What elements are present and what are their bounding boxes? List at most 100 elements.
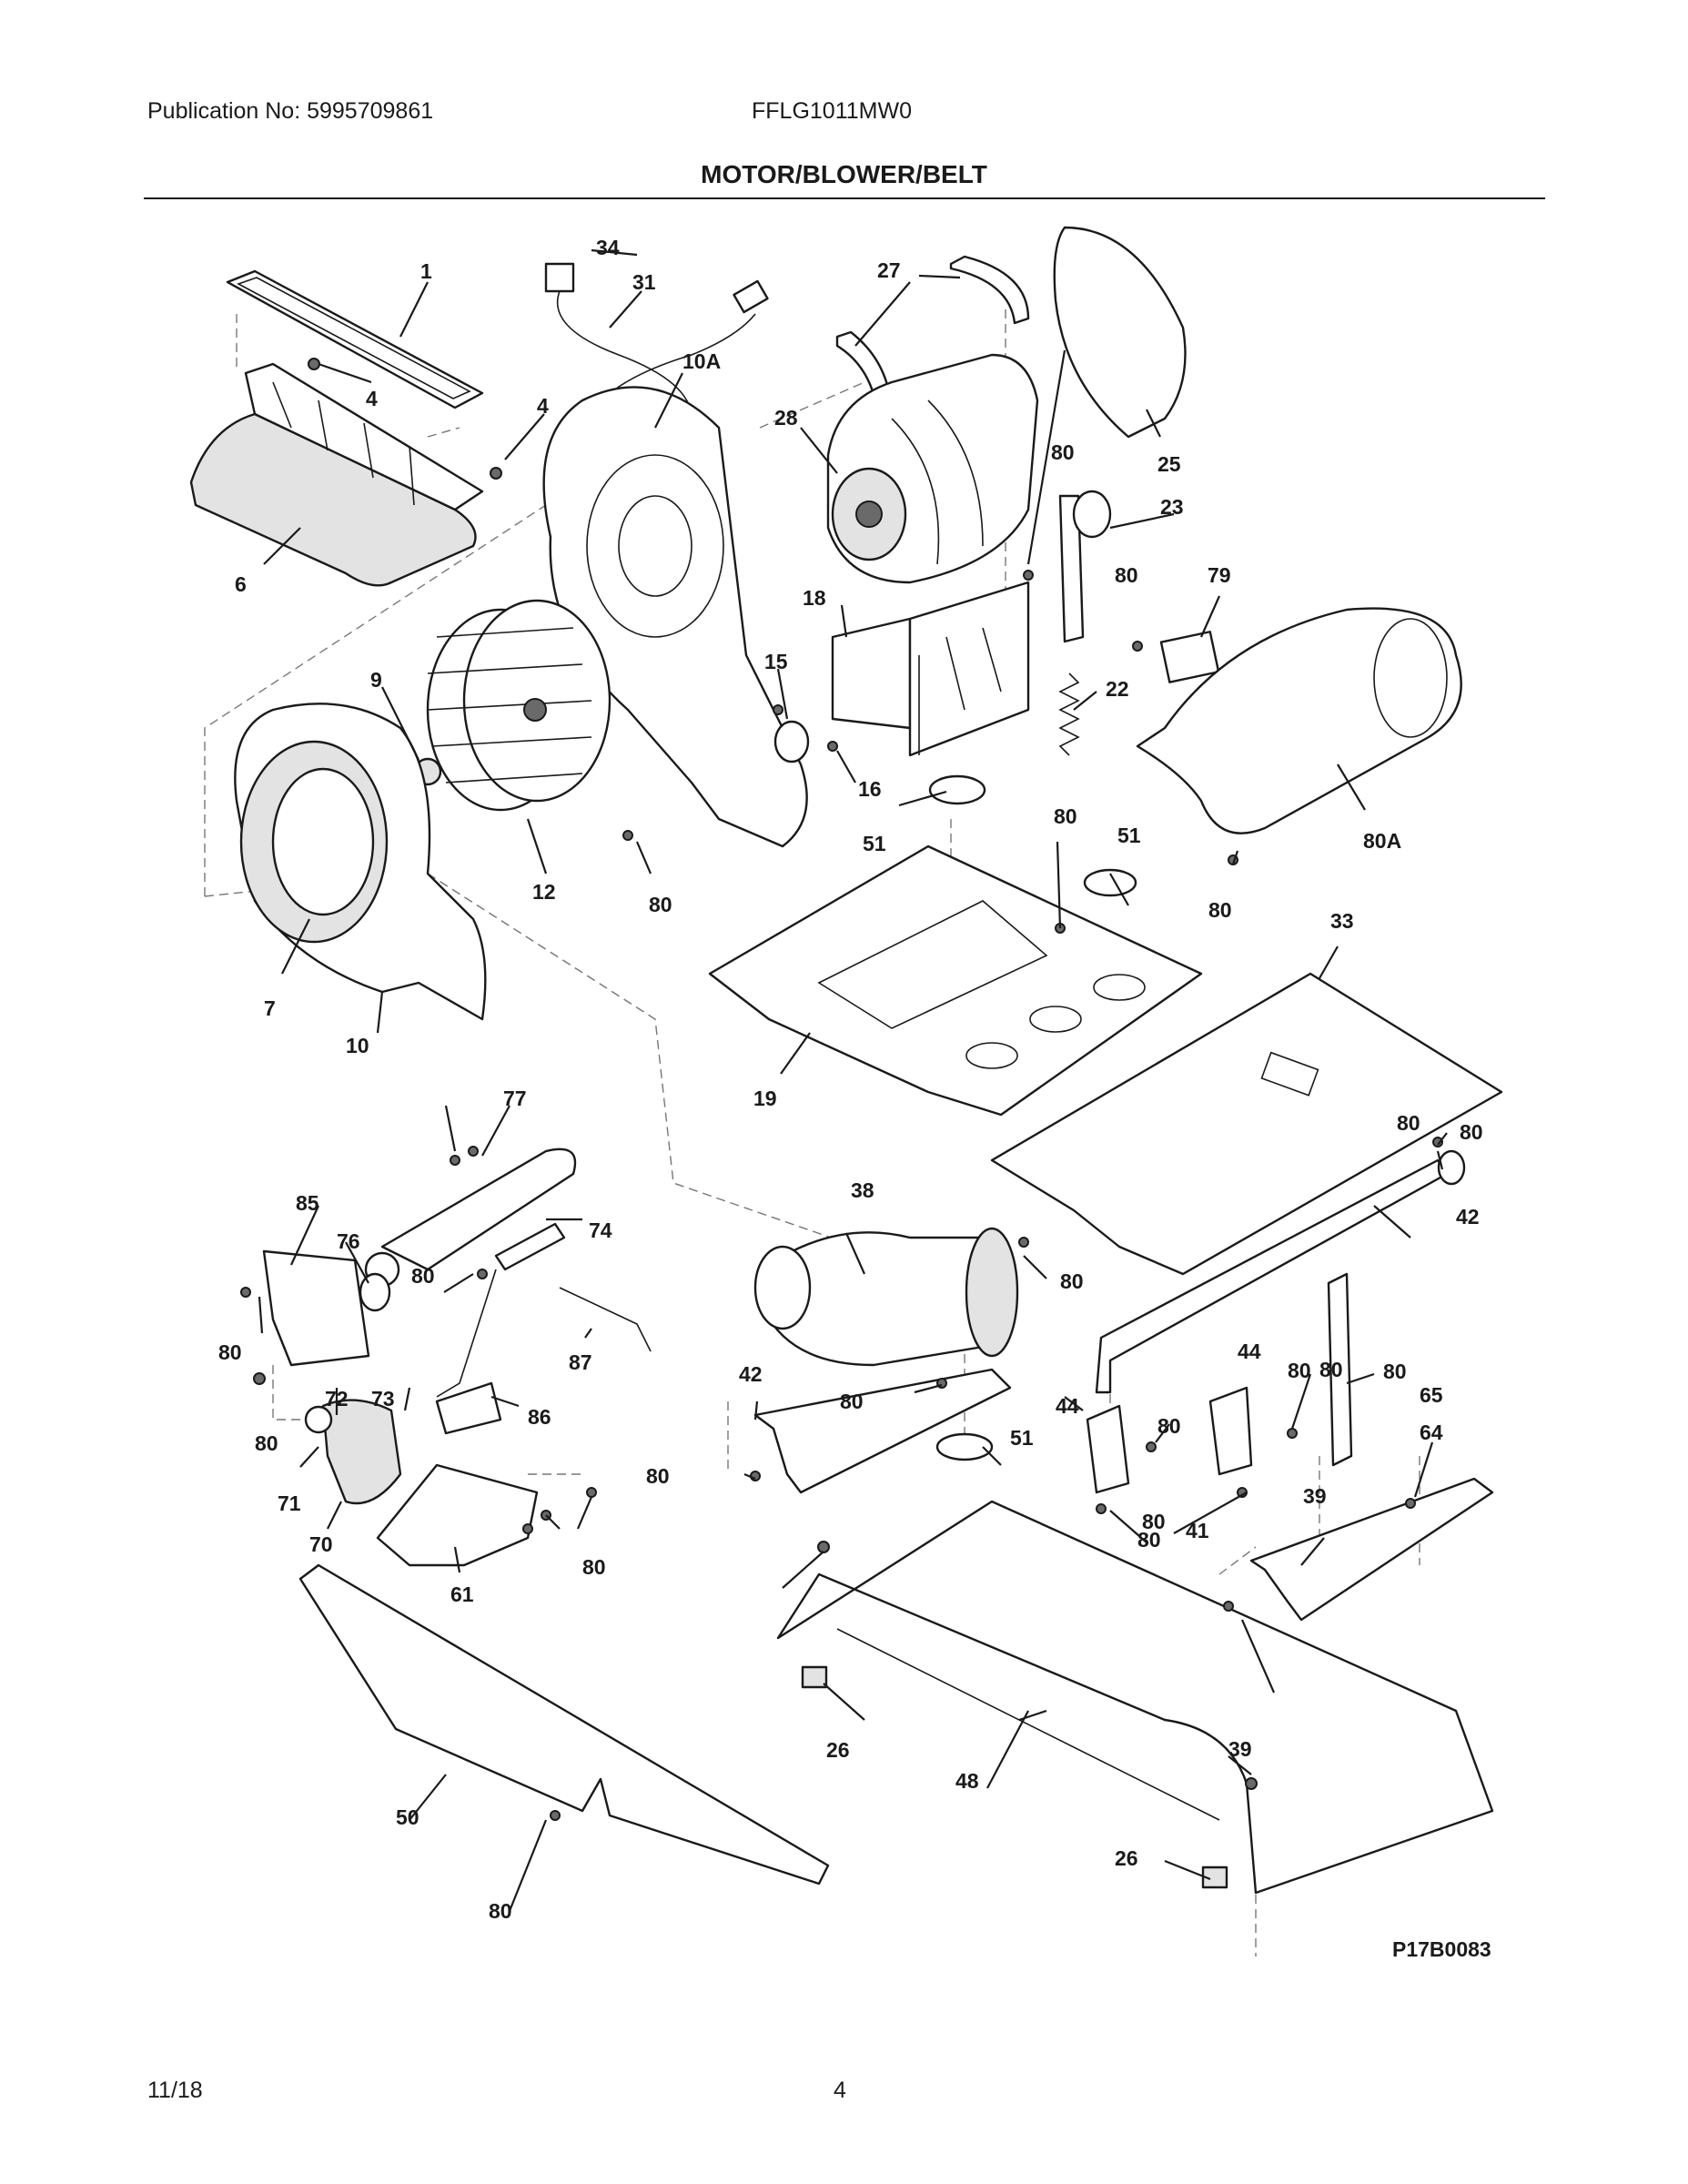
- revision-date: 11/18: [147, 2078, 203, 2103]
- part-label: 44: [1056, 1394, 1079, 1418]
- part-18-motor-mount: [831, 581, 1030, 757]
- part-label: 80: [646, 1464, 670, 1488]
- part-label: 80: [1460, 1120, 1483, 1144]
- part-label: 80: [1051, 440, 1075, 464]
- part-86-bracket: [435, 1381, 502, 1435]
- part-label: 51: [863, 832, 886, 855]
- part-44-bracket-b: [1208, 1386, 1253, 1476]
- part-label: 70: [309, 1532, 333, 1556]
- part-label: 9: [370, 668, 382, 692]
- part-label: 15: [764, 650, 788, 673]
- part-51-grommets: [928, 774, 1137, 1461]
- part-label: 65: [1420, 1383, 1443, 1407]
- leader-lines: [258, 248, 1448, 1912]
- part-label: 80: [840, 1390, 864, 1413]
- part-31-power-cord: [544, 262, 769, 474]
- part-19-base-pan: [708, 844, 1203, 1117]
- part-15-16-seal-screw: [773, 704, 838, 763]
- part-25-belt: [1053, 226, 1187, 439]
- part-10-blower-housing-front: [234, 703, 487, 1021]
- part-80A-shield: [1136, 607, 1462, 834]
- part-label: 18: [803, 586, 826, 610]
- part-label: 16: [858, 777, 882, 801]
- part-26-foot-b: [1201, 1866, 1228, 1889]
- part-label: 48: [955, 1769, 979, 1793]
- part-22-spring: [1058, 672, 1080, 756]
- part-label: 80: [1115, 563, 1138, 587]
- publication-number: Publication No: 5995709861: [147, 98, 434, 124]
- part-28-motor: [826, 353, 1039, 584]
- part-33-panel: [990, 972, 1503, 1276]
- part-23-idler: [1058, 490, 1112, 643]
- part-87-sensor: [559, 1287, 652, 1352]
- part-85-plate: [262, 1249, 370, 1367]
- part-label: 39: [1303, 1484, 1327, 1508]
- page-title: MOTOR/BLOWER/BELT: [701, 160, 987, 188]
- part-label: 80: [1157, 1414, 1181, 1438]
- part-label: 27: [877, 258, 901, 282]
- part-label: 80: [1054, 804, 1077, 828]
- part-12-blower-wheel: [426, 599, 612, 812]
- part-label: 64: [1420, 1421, 1443, 1444]
- part-79-switch: [1159, 631, 1220, 683]
- part-label: 4: [366, 387, 378, 410]
- part-42-bracket-left: [753, 1368, 1012, 1494]
- part-label: 87: [569, 1350, 592, 1374]
- part-label: 86: [528, 1405, 551, 1429]
- part-label: 80: [218, 1340, 242, 1364]
- part-label: 76: [337, 1229, 360, 1253]
- part-label: 12: [532, 880, 556, 904]
- part-38-duct: [753, 1227, 1019, 1367]
- part-42-bracket-right: [1249, 1477, 1494, 1622]
- part-label: 72: [325, 1387, 349, 1410]
- part-label: 19: [753, 1087, 777, 1110]
- part-label: 50: [396, 1805, 419, 1829]
- part-label: 44: [1238, 1340, 1261, 1363]
- part-26-foot-a: [801, 1665, 828, 1689]
- part-label: 22: [1106, 677, 1129, 701]
- part-71-gas-valve: [304, 1399, 402, 1505]
- part-41-rail: [1327, 1272, 1353, 1467]
- part-label: 80: [649, 893, 672, 916]
- part-61-valve-bracket: [376, 1463, 539, 1567]
- part-label: 80: [411, 1264, 435, 1288]
- part-label: 1: [420, 259, 432, 283]
- part-label: 80: [489, 1899, 512, 1923]
- part-label: 41: [1186, 1519, 1209, 1542]
- fastener-marks: [240, 358, 1443, 1821]
- part-label: 10: [346, 1034, 369, 1057]
- title-rule: [144, 197, 1545, 199]
- part-50-front-panel: [298, 1563, 830, 1886]
- part-label: 42: [1456, 1205, 1480, 1228]
- part-label: 80: [1060, 1269, 1084, 1293]
- part-77-burner: [364, 1148, 577, 1288]
- part-label: 31: [632, 270, 656, 294]
- part-label: 80: [1383, 1360, 1407, 1383]
- part-label: 77: [503, 1087, 527, 1110]
- part-label: 7: [264, 996, 276, 1020]
- part-label: 25: [1157, 452, 1181, 476]
- part-label: 85: [296, 1191, 319, 1215]
- part-label: 80: [1142, 1510, 1166, 1533]
- part-label: 34: [596, 236, 620, 259]
- page-number: 4: [834, 2078, 846, 2103]
- part-label: 80: [582, 1555, 606, 1579]
- part-label: 26: [1115, 1846, 1138, 1870]
- part-label: 38: [851, 1178, 874, 1202]
- part-48-base: [776, 1500, 1494, 1895]
- part-1-gasket: [226, 269, 484, 410]
- part-label: 10A: [682, 349, 721, 373]
- model-number: FFLG1011MW0: [752, 98, 912, 124]
- part-label: 79: [1208, 563, 1231, 587]
- part-label: 6: [235, 572, 247, 596]
- part-label: 74: [589, 1218, 612, 1242]
- part-label: 28: [774, 406, 798, 430]
- part-label: 61: [450, 1582, 474, 1606]
- part-44-bracket-a: [1086, 1404, 1130, 1494]
- part-label: 42: [739, 1362, 763, 1386]
- part-label: 80: [1208, 898, 1232, 922]
- part-label: 80: [255, 1431, 278, 1455]
- part-64-gas-pipe: [1095, 1149, 1466, 1394]
